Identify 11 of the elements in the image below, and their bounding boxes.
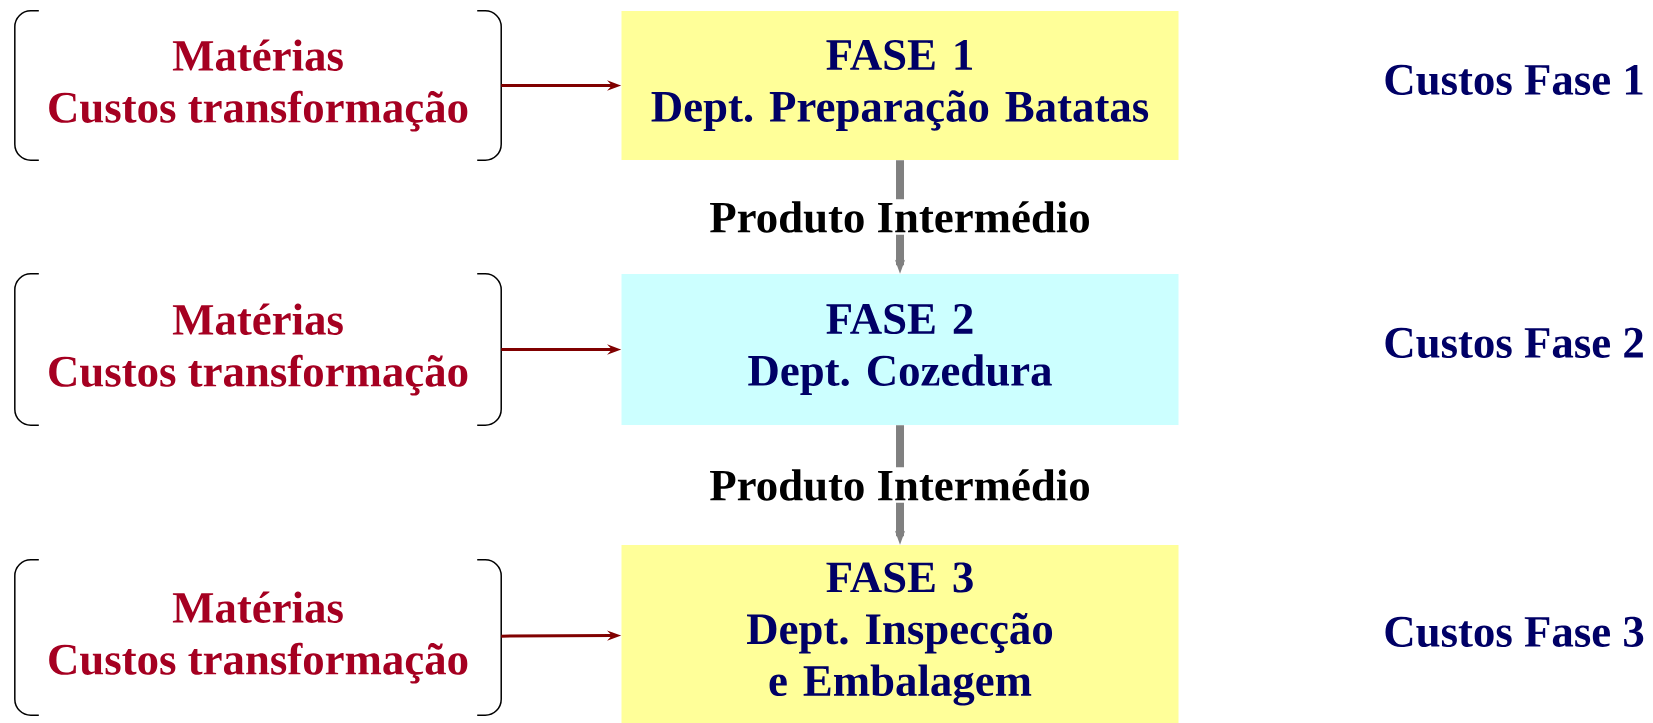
edge-label: Produto Intermédio xyxy=(707,467,1093,503)
process-box: FASE 3 Dept. Inspecção e Embalagem xyxy=(621,545,1179,723)
edge-label: Produto Intermédio xyxy=(707,199,1093,235)
bracketed-text: Matérias Custos transformação xyxy=(14,10,502,161)
cost-label: Custos Fase 2 xyxy=(1385,327,1643,359)
cost-label: Custos Fase 3 xyxy=(1385,616,1644,648)
process-box: FASE 2 Dept. Cozedura xyxy=(621,274,1179,425)
process-box: FASE 1 Dept. Preparação Batatas xyxy=(621,11,1179,160)
bracketed-text: Matérias Custos transformação xyxy=(14,273,502,426)
cost-label: Custos Fase 1 xyxy=(1385,64,1643,96)
bracketed-text: Matérias Custos transformação xyxy=(14,559,502,716)
